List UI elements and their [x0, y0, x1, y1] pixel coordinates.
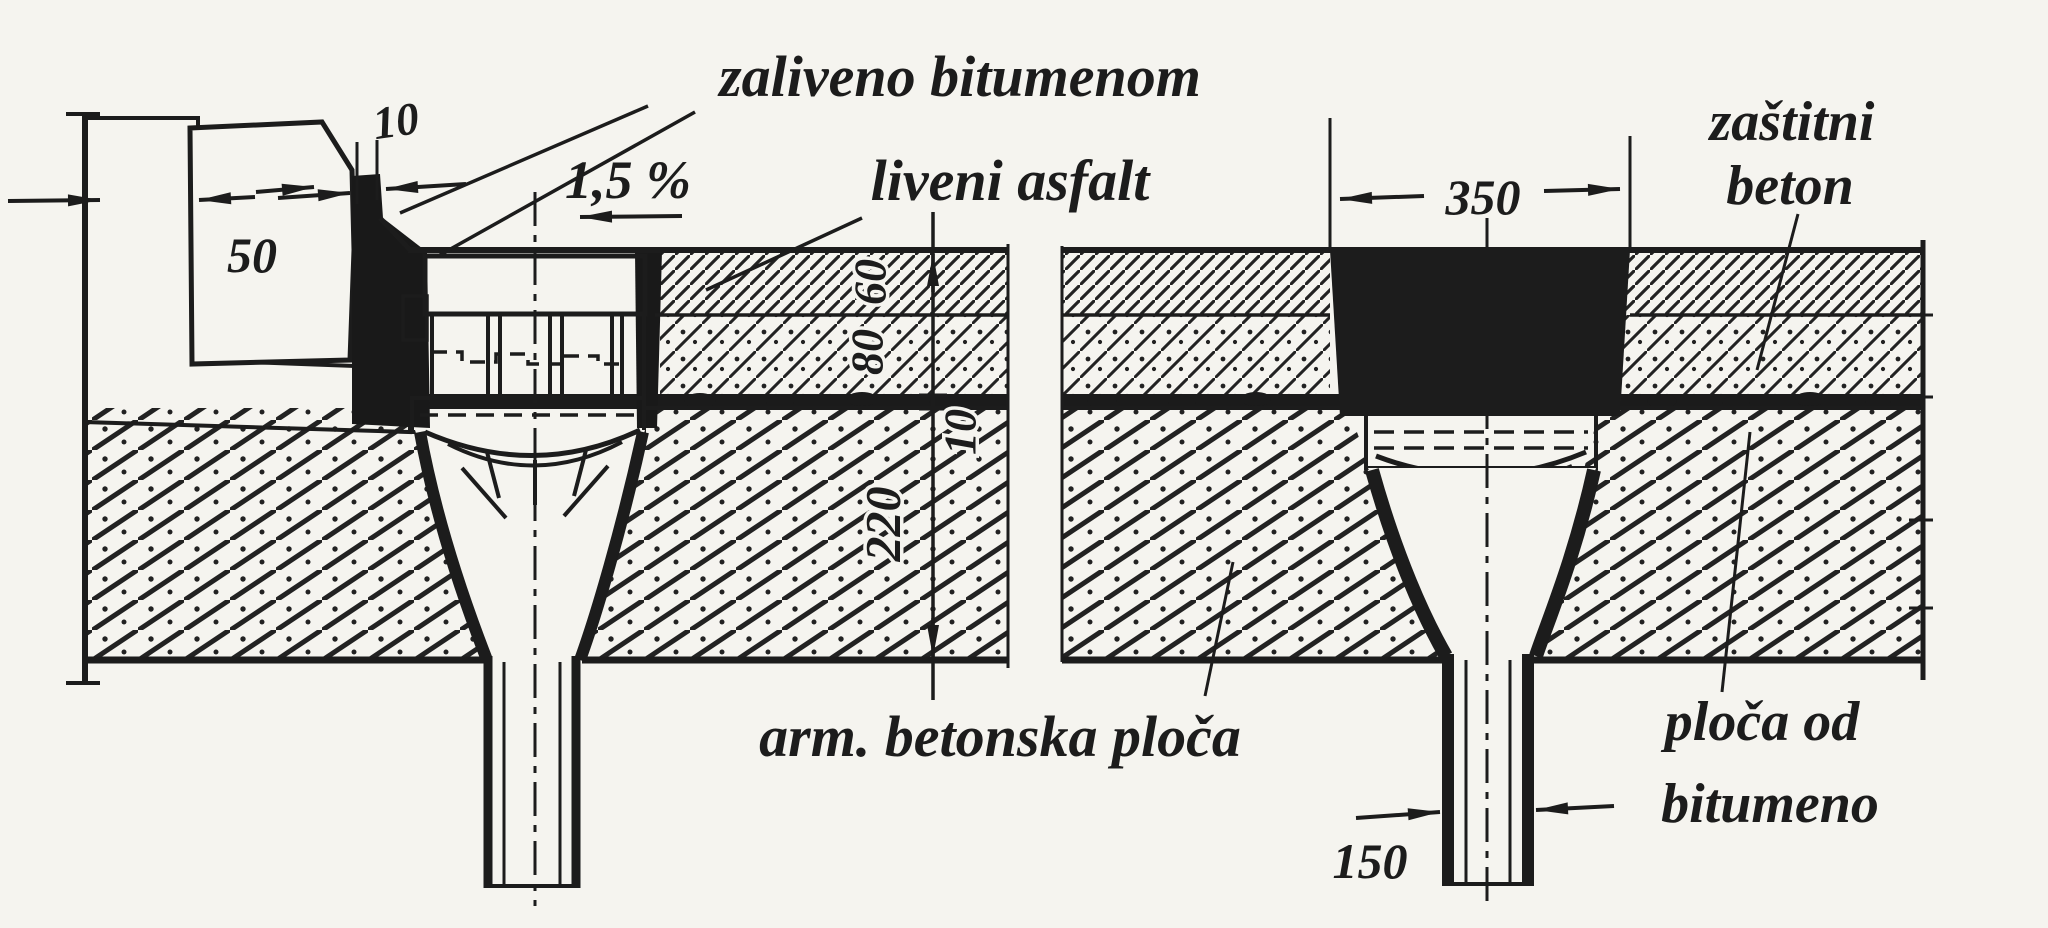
leader-arm-betonska-ploca	[1203, 561, 1235, 697]
dim-slab-220: 220	[854, 487, 910, 563]
layer-lines-right	[1060, 240, 1933, 680]
label-bitumena: bitumeno	[1661, 773, 1879, 835]
reinforced-slab-hatch-left	[85, 408, 1008, 660]
drain-pipe-left	[483, 654, 581, 888]
funnel-wall-right-b	[1529, 468, 1601, 659]
label-arm-betonska-ploca: arm. betonska ploča	[759, 704, 1241, 769]
leader-liveni-asfalt	[705, 216, 863, 292]
funnel-wall-left	[414, 430, 493, 663]
leader-zaliveno-2	[437, 110, 696, 258]
funnel-wall-right	[574, 430, 649, 663]
leader-lines	[399, 104, 1800, 697]
dim-waterproofing-10: 10	[935, 409, 986, 455]
asphalt-layer-hatch-right-a	[1062, 250, 1330, 315]
funnel-wall-right-a	[1365, 468, 1453, 660]
protective-concrete-hatch	[660, 315, 1008, 395]
kerb-dimensions: 50 10	[7, 92, 467, 283]
leader-zastitni-beton	[1755, 213, 1800, 371]
right-section-view: 350 150	[1060, 118, 1933, 902]
grate-width-dimension: 350	[1328, 118, 1632, 248]
label-slope: 1,5 %	[565, 150, 691, 210]
label-zastitni: zaštitni	[1708, 91, 1875, 153]
bitumen-joint-fill	[352, 174, 430, 428]
asphalt-layer-hatch	[660, 250, 1008, 315]
annotations: zaliveno bitumenom 1,5 % liveni asfalt z…	[399, 44, 1879, 835]
leader-ploca-od-bitumena	[1720, 431, 1752, 693]
edge-arrow	[7, 194, 101, 207]
dim-joint-10: 10	[370, 92, 423, 149]
thickness-dimension-chain: 60 80 10 220	[838, 212, 989, 700]
frame-lug	[401, 294, 429, 342]
slope-arrow	[579, 210, 683, 223]
label-beton: beton	[1726, 155, 1854, 217]
reinforced-slab-hatch-right	[1062, 408, 1923, 660]
pipe-diameter-dimension: 150	[1333, 802, 1615, 889]
dim-kerb-50: 50	[227, 227, 277, 283]
leader-zaliveno-1	[399, 104, 649, 215]
dim-grate-350: 350	[1445, 169, 1521, 225]
dim-asphalt-60: 60	[845, 259, 896, 305]
label-liveni-asfalt: liveni asfalt	[871, 148, 1152, 213]
layer-lines-left	[85, 216, 1008, 664]
mastic-right-of-grate	[635, 252, 662, 428]
dim-protective-80: 80	[842, 329, 893, 375]
label-ploca-od: ploča od	[1661, 691, 1860, 753]
kerb-bedding-hatch	[83, 116, 412, 435]
dim-pipe-150: 150	[1333, 833, 1408, 889]
protective-concrete-hatch-right-a	[1062, 315, 1330, 395]
grate-blocks	[430, 312, 646, 400]
strainer-bowl	[424, 427, 642, 520]
left-scupper	[401, 192, 649, 906]
asphalt-layer-hatch-right-b	[1612, 250, 1923, 315]
left-boundary	[66, 112, 1010, 685]
left-section-view: 60 80 10 220 50 10	[7, 92, 1010, 906]
label-zaliveno-bitumenom: zaliveno bitumenom	[717, 44, 1201, 109]
